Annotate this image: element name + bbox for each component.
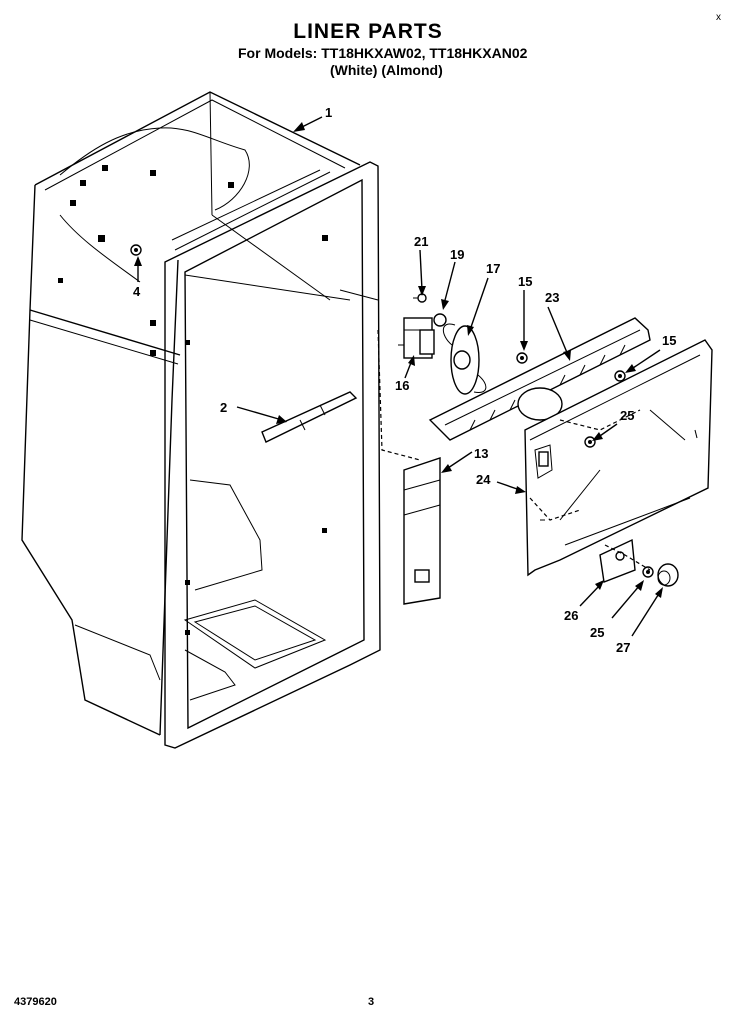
cover-plate-part-26 xyxy=(599,538,636,583)
document-number: 4379620 xyxy=(14,996,57,1008)
callout-27: 27 xyxy=(616,640,630,655)
screw-part-25-lower xyxy=(642,566,654,578)
liner-cabinet xyxy=(21,91,381,749)
callout-2: 2 xyxy=(220,400,227,415)
corner-mark: x xyxy=(716,12,721,23)
screw-part-15-upper xyxy=(516,352,528,364)
callout-26: 26 xyxy=(564,608,578,623)
callout-21: 21 xyxy=(414,234,428,249)
screw-part-25-upper xyxy=(584,436,596,448)
page-number: 3 xyxy=(368,996,375,1008)
callout-25-lower: 25 xyxy=(590,625,604,640)
color-variants: (White) (Almond) xyxy=(330,62,443,78)
knob-part-27 xyxy=(657,563,679,587)
fan-blade-part-17 xyxy=(442,323,487,395)
assembly-guide-line xyxy=(377,329,421,461)
assembly-guide-line xyxy=(529,497,581,521)
grille-part-13 xyxy=(403,457,441,605)
callout-23: 23 xyxy=(545,290,559,305)
callout-17: 17 xyxy=(486,261,500,276)
model-numbers: For Models: TT18HKXAW02, TT18HKXAN02 xyxy=(238,45,528,61)
evaporator-cover-part-24 xyxy=(524,339,713,577)
assembly-guide-line xyxy=(604,544,651,571)
callout-4: 4 xyxy=(133,284,141,299)
callout-13: 13 xyxy=(474,446,488,461)
callout-1: 1 xyxy=(325,105,332,120)
screw-part-4 xyxy=(130,244,142,256)
assembly-guide-line xyxy=(559,409,641,431)
callout-16: 16 xyxy=(395,378,409,393)
screw-part-15-lower xyxy=(614,370,626,382)
fan-motor-assembly xyxy=(398,293,447,359)
air-duct-part-23 xyxy=(428,317,651,441)
leader-lines xyxy=(134,116,663,637)
callout-19: 19 xyxy=(450,247,464,262)
callout-24: 24 xyxy=(476,472,491,487)
callout-15-lower: 15 xyxy=(662,333,676,348)
page-title: LINER PARTS xyxy=(293,20,443,43)
callout-25-upper: 25 xyxy=(620,408,634,423)
callout-15-upper: 15 xyxy=(518,274,532,289)
bracket-part-2 xyxy=(261,391,358,443)
